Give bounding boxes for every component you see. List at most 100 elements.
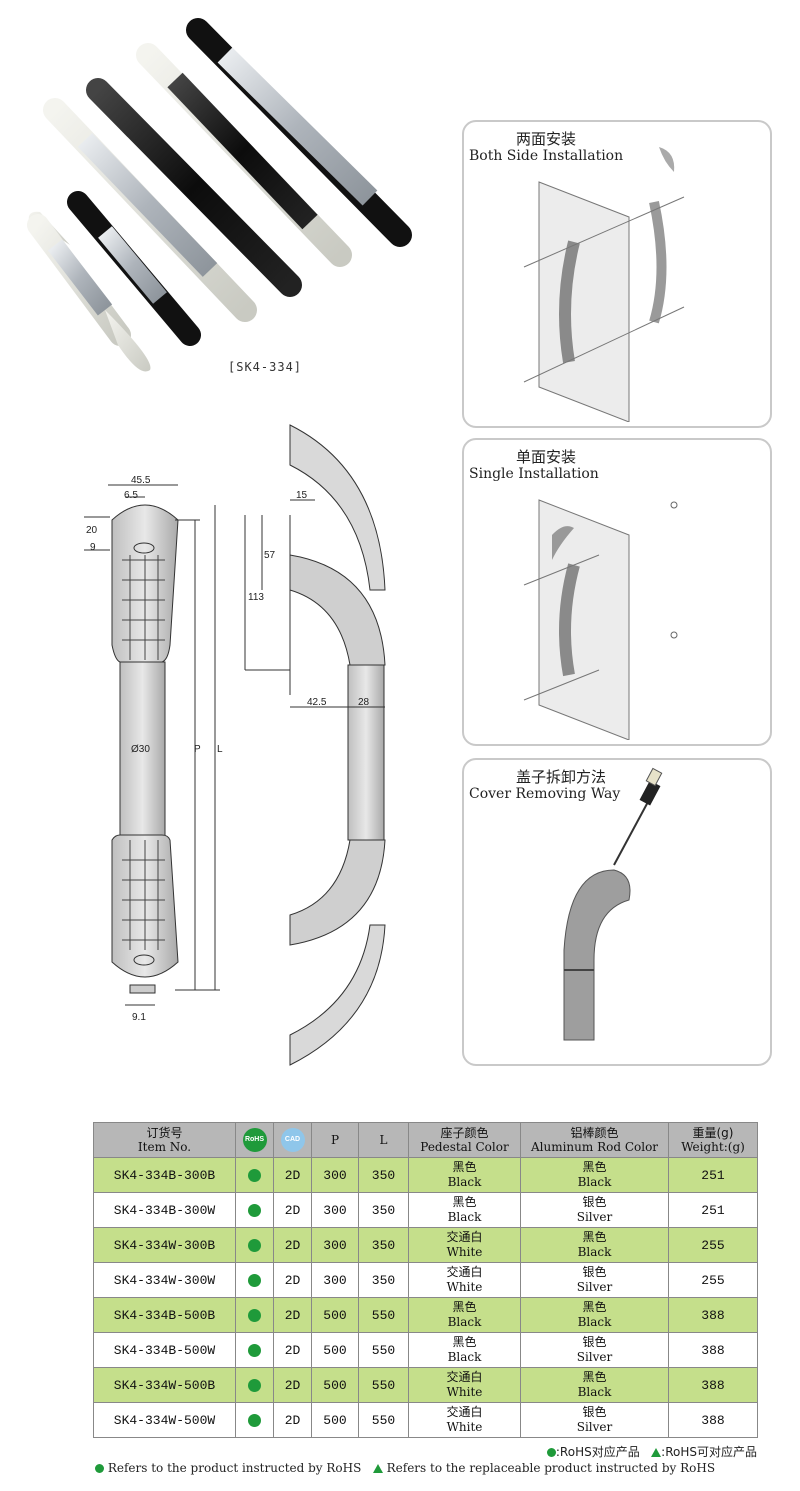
cell-cad: 2D	[273, 1367, 312, 1403]
rohs-icon: RoHS	[242, 1128, 267, 1152]
cell-cad: 2D	[273, 1262, 312, 1298]
panel-title-cn: 盖子拆卸方法	[516, 768, 607, 786]
cell-weight: 255	[668, 1262, 758, 1298]
dim-bottom: 9.1	[132, 1012, 146, 1023]
legend-rohs-replaceable-en: Refers to the replaceable product instru…	[386, 1461, 716, 1475]
panel-title-en: Cover Removing Way	[469, 786, 621, 802]
cell-item: SK4-334B-300B	[93, 1157, 236, 1193]
cell-rohs	[235, 1297, 274, 1333]
cell-item: SK4-334W-300B	[93, 1227, 236, 1263]
cell-l: 550	[358, 1402, 409, 1438]
legend-line-1: :RoHS对应产品 :RoHS可对应产品	[546, 1443, 757, 1460]
both-side-diagram	[523, 147, 685, 422]
cell-l: 550	[358, 1297, 409, 1333]
cell-p: 500	[311, 1402, 359, 1438]
cell-cad: 2D	[273, 1402, 312, 1438]
cell-l: 550	[358, 1367, 409, 1403]
cell-weight: 255	[668, 1227, 758, 1263]
cell-l: 350	[358, 1262, 409, 1298]
cell-rohs	[235, 1157, 274, 1193]
cell-l: 350	[358, 1192, 409, 1228]
legend-rohs: :RoHS对应产品	[555, 1445, 640, 1459]
header-cad: CAD	[273, 1122, 312, 1158]
rohs-dot-icon	[248, 1343, 261, 1357]
handle-photo-5	[136, 43, 352, 267]
single-diagram	[523, 499, 678, 740]
rohs-dot-icon	[546, 1448, 556, 1457]
dim-57: 57	[264, 550, 276, 561]
cell-item: SK4-334B-500B	[93, 1297, 236, 1333]
cell-item: SK4-334B-300W	[93, 1192, 236, 1228]
cell-p: 500	[311, 1332, 359, 1368]
panel-both-side-installation: 两面安装 Both Side Installation	[462, 120, 772, 428]
cell-item: SK4-334W-500B	[93, 1367, 236, 1403]
panel-title-cn: 单面安装	[516, 448, 577, 466]
table-header-row: 订货号 Item No. RoHS CAD P L 座子颜色 Pedestal …	[93, 1122, 758, 1158]
cell-p: 300	[311, 1192, 359, 1228]
spec-table: 订货号 Item No. RoHS CAD P L 座子颜色 Pedestal …	[93, 1122, 758, 1438]
cad-icon: CAD	[280, 1128, 305, 1152]
handle-photo-2	[67, 191, 201, 346]
handle-photo-4	[86, 78, 302, 297]
cell-rohs	[235, 1402, 274, 1438]
rohs-dot-icon	[248, 1238, 261, 1252]
cell-cad: 2D	[273, 1297, 312, 1333]
product-caption: [SK4-334]	[228, 360, 303, 374]
panel-title-en: Single Installation	[469, 466, 599, 482]
panel-cover-removing: 盖子拆卸方法 Cover Removing Way	[462, 758, 772, 1066]
rohs-triangle-icon	[372, 1464, 383, 1473]
dim-width: 45.5	[131, 475, 151, 486]
dim-top-h2: 9	[90, 542, 96, 553]
front-view-drawing	[84, 484, 220, 1006]
cell-l: 350	[358, 1227, 409, 1263]
dim-diameter: Ø30	[131, 744, 150, 755]
header-item: 订货号 Item No.	[93, 1122, 236, 1158]
panel-title-en: Both Side Installation	[469, 148, 624, 164]
dim-l: L	[217, 744, 223, 755]
dim-113: 113	[248, 592, 264, 603]
cell-item: SK4-334B-500W	[93, 1332, 236, 1368]
dim-28: 28	[358, 697, 370, 708]
side-view-drawing	[244, 424, 386, 1066]
cell-weight: 388	[668, 1367, 758, 1403]
header-pedestal: 座子颜色 Pedestal Color	[408, 1122, 521, 1158]
cell-l: 350	[358, 1157, 409, 1193]
header-rohs: RoHS	[235, 1122, 274, 1158]
cell-cad: 2D	[273, 1227, 312, 1263]
legend-rohs-replaceable: :RoHS可对应产品	[661, 1445, 757, 1459]
cell-rohs	[235, 1367, 274, 1403]
cell-rohs	[235, 1227, 274, 1263]
cell-p: 300	[311, 1157, 359, 1193]
rohs-dot-icon	[95, 1464, 104, 1473]
cell-p: 500	[311, 1367, 359, 1403]
rohs-dot-icon	[248, 1308, 261, 1322]
cover-diagram	[563, 767, 663, 1041]
rohs-dot-icon	[248, 1203, 261, 1217]
cell-rohs	[235, 1192, 274, 1228]
dim-p: P	[194, 744, 201, 755]
cell-weight: 251	[668, 1157, 758, 1193]
handle-photo-3	[43, 98, 257, 322]
handle-photo-1	[27, 211, 151, 372]
cell-cad: 2D	[273, 1157, 312, 1193]
